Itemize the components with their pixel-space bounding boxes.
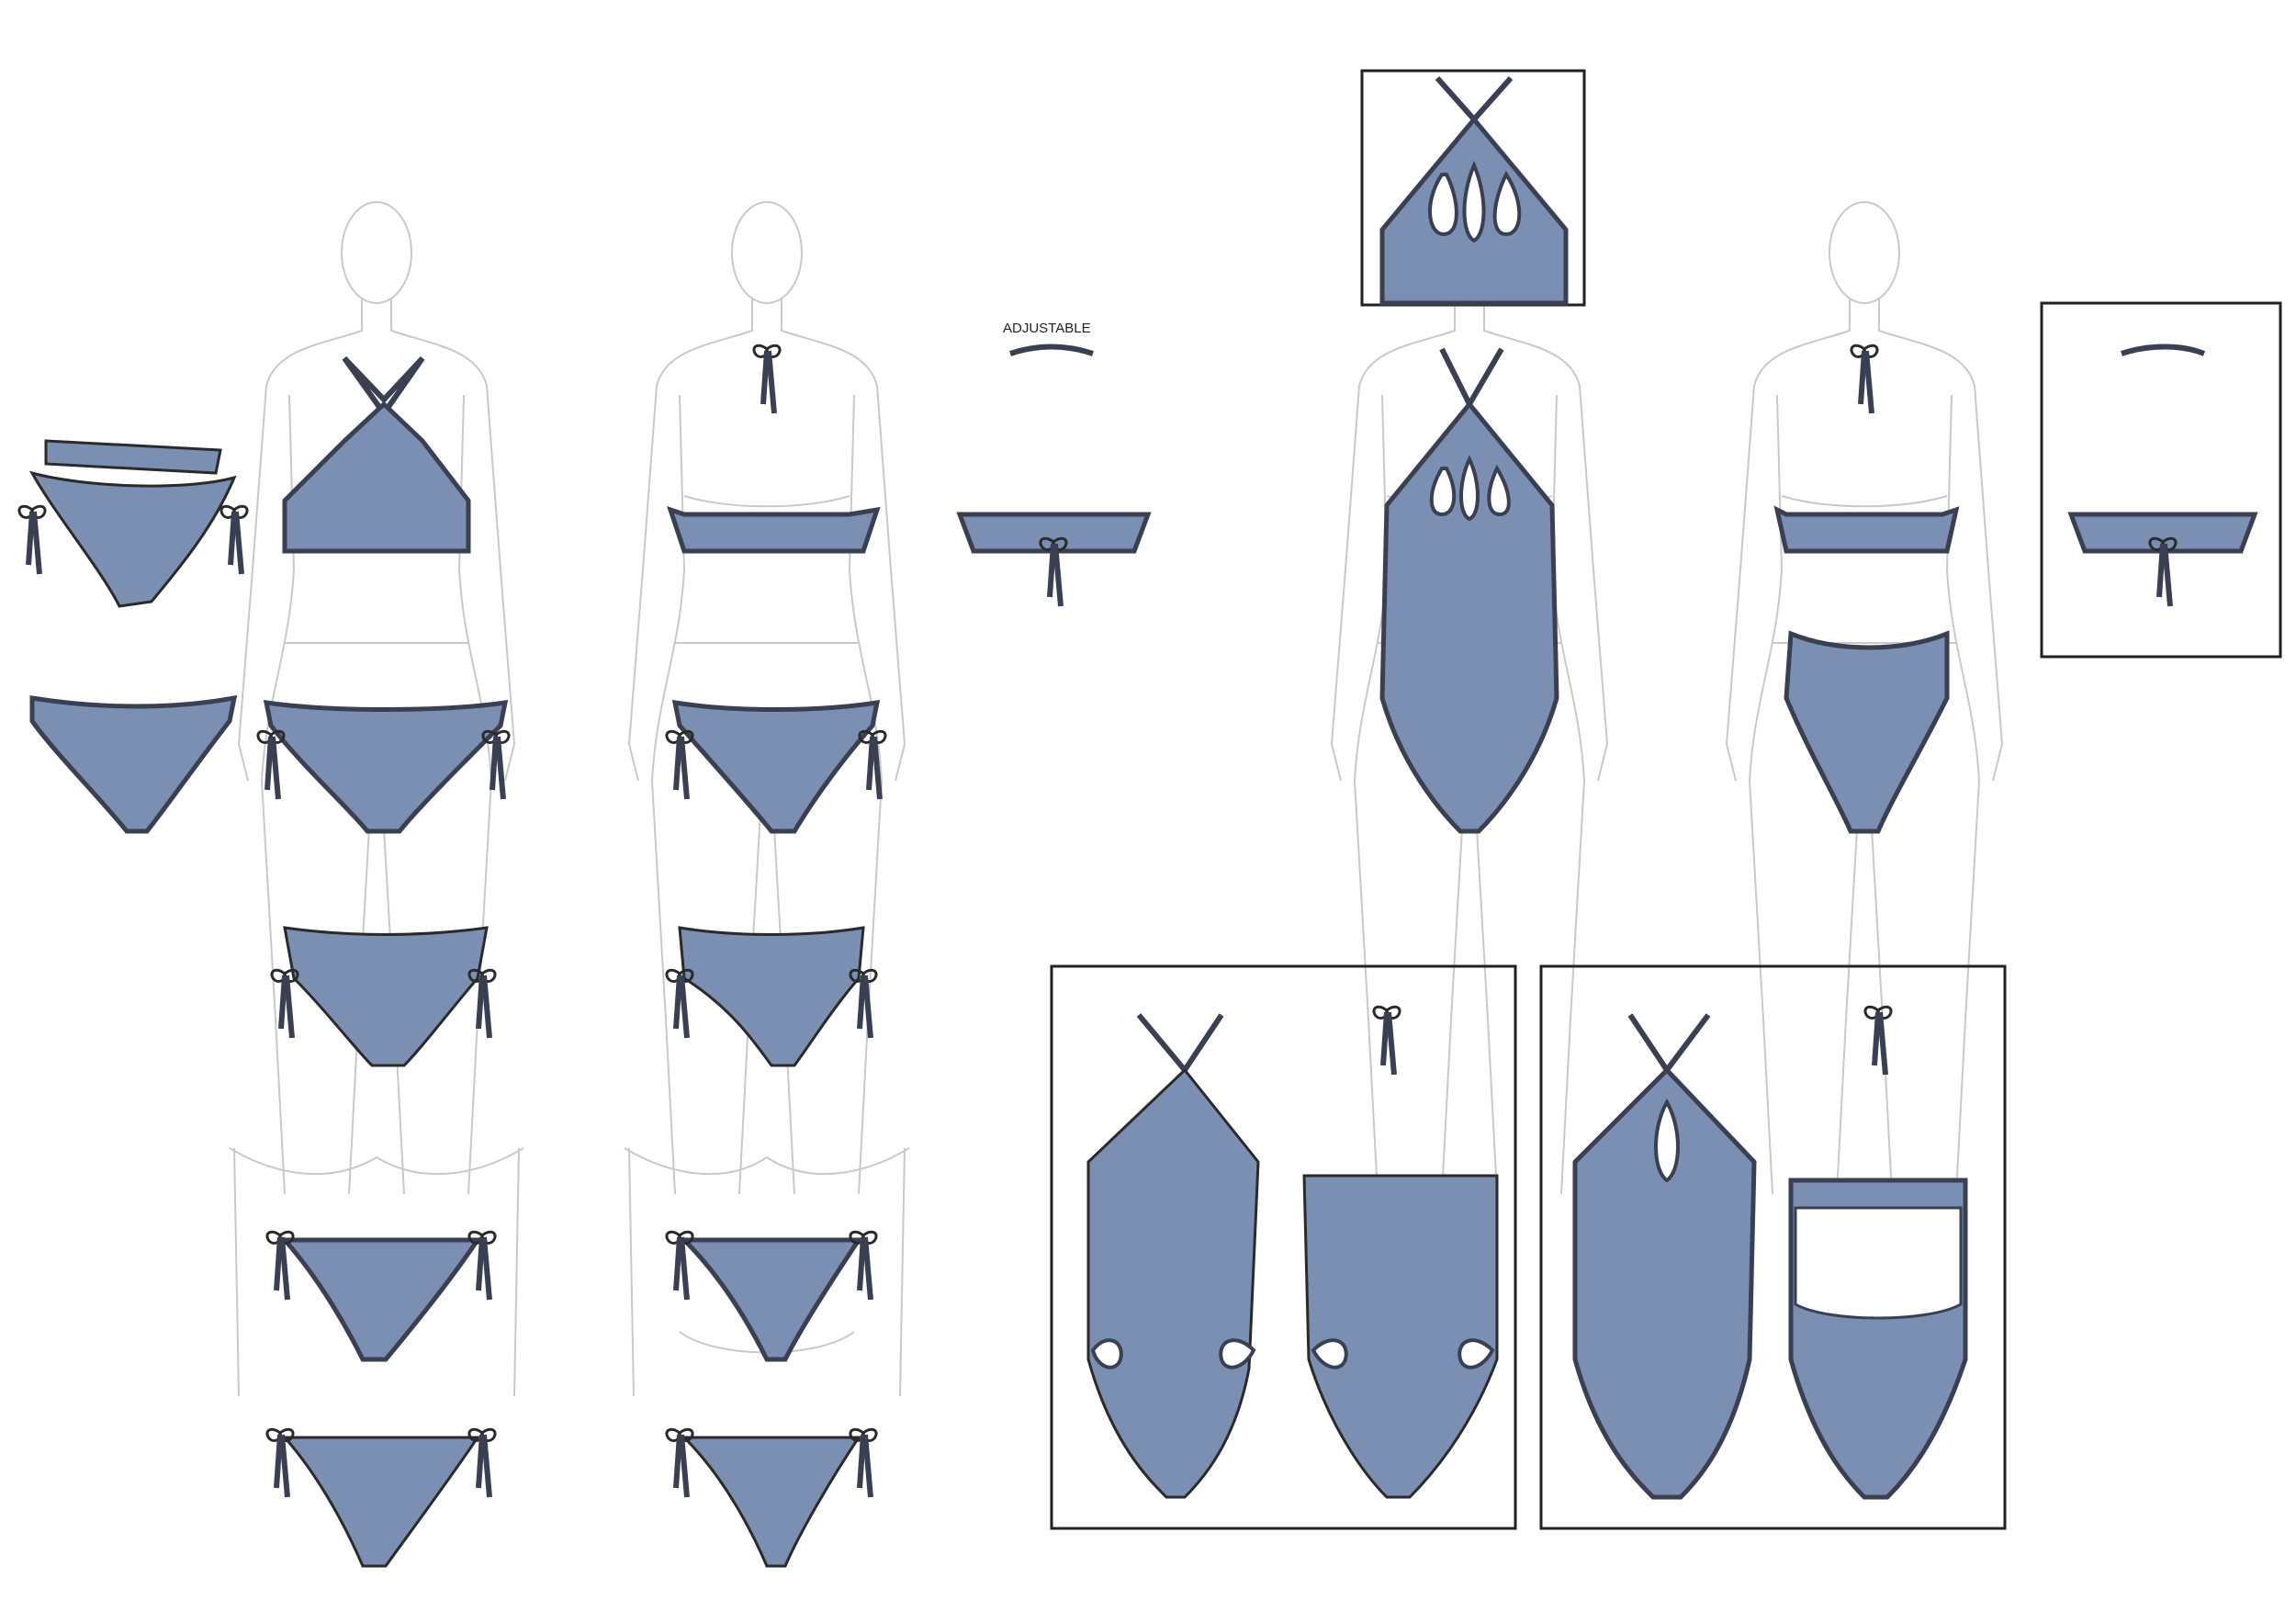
adjustable-label: ADJUSTABLE — [1003, 321, 1091, 336]
back1-band-top — [667, 506, 881, 554]
back1-halter-tie — [754, 345, 780, 413]
back1-tie-bottom — [667, 699, 885, 834]
onepiece-back — [1773, 345, 1960, 834]
front1-tie-bottom — [258, 700, 509, 834]
onepiece-sidecut-detail-box — [1050, 964, 1517, 1530]
front1-string-bottom-2 — [267, 1429, 495, 1568]
adjustable-detail: ADJUSTABLE — [956, 321, 1152, 606]
front1-halter-top — [282, 355, 471, 554]
front1-string-bottom — [267, 1232, 495, 1362]
front1-highwaist-bottom — [272, 926, 495, 1067]
flat-bottom-classic — [29, 694, 238, 834]
onepiece-keyhole-detail-box — [1539, 964, 2007, 1530]
croquis-lower-1 — [229, 1147, 910, 1397]
onepiece-front-detail-box — [1360, 69, 1586, 307]
onepiece-front-keyhole — [1379, 347, 1559, 834]
back1-highwaist-bottom — [667, 926, 876, 1067]
onepiece-back-detail-box — [2040, 301, 2282, 659]
back1-string-bottom-2 — [667, 1429, 876, 1568]
flat-bottom-double-strap — [19, 439, 247, 608]
back1-string-bottom — [667, 1232, 876, 1362]
